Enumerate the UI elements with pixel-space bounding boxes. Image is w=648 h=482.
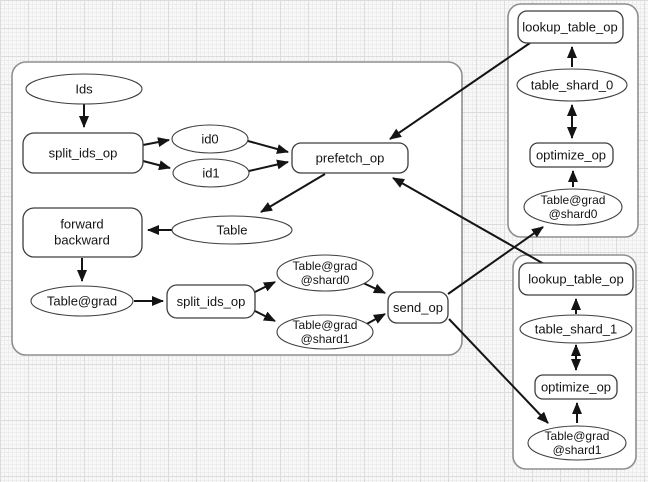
node-table: Table [171, 215, 293, 245]
edge-table-grad-shard0-to-send-op [360, 281, 386, 294]
edge-send-op-to-pserver1-grad-shard [448, 318, 549, 424]
svg-text:optimize_op: optimize_op [541, 380, 611, 395]
svg-text:Table@grad: Table@grad [541, 193, 606, 207]
node-split-ids-op-forward: split_ids_op [22, 132, 144, 174]
node-forward-backward: forward backward [22, 207, 143, 258]
node-pserver0-table-grad-shard0: Table@grad @shard0 [523, 188, 623, 226]
edge-pserver0-lookup-to-prefetch-op [389, 42, 531, 140]
node-pserver0-lookup-table-op: lookup_table_op [517, 10, 624, 44]
edge-split-ids-op-to-id1 [142, 160, 171, 171]
svg-text:lookup_table_op: lookup_table_op [528, 272, 623, 287]
svg-text:optimize_op: optimize_op [536, 148, 606, 163]
trainer-nodes: Ids split_ids_op id0 id1 prefetch_op for… [22, 73, 449, 350]
svg-text:backward: backward [54, 233, 110, 248]
pserver1-nodes: lookup_table_op table_shard_1 optimize_o… [518, 262, 634, 461]
edge-id0-to-prefetch-op [247, 140, 289, 154]
node-table-shard-1: table_shard_1 [519, 314, 633, 344]
edge-pserver1-lookup-to-prefetch-op [392, 177, 545, 265]
svg-text:table_shard_1: table_shard_1 [535, 322, 617, 337]
edge-send-op-to-pserver0-grad-shard [447, 226, 544, 295]
node-split-ids-op-backward: split_ids_op [166, 284, 256, 319]
svg-text:table_shard_0: table_shard_0 [531, 78, 613, 93]
pserver0-nodes: lookup_table_op table_shard_0 optimize_o… [516, 10, 628, 226]
svg-text:prefetch_op: prefetch_op [316, 151, 385, 166]
svg-text:split_ids_op: split_ids_op [49, 146, 118, 161]
edge-group [77, 42, 582, 424]
edge-split-ids-op-to-id0 [142, 137, 170, 147]
svg-text:send_op: send_op [393, 300, 443, 315]
node-send-op: send_op [387, 291, 449, 324]
svg-text:split_ids_op: split_ids_op [177, 294, 246, 309]
svg-text:Table@grad: Table@grad [293, 259, 358, 273]
svg-text:@shard0: @shard0 [549, 207, 598, 221]
svg-text:@shard0: @shard0 [301, 273, 350, 287]
node-table-shard-0: table_shard_0 [516, 68, 628, 102]
svg-text:@shard1: @shard1 [553, 443, 602, 457]
node-table-grad: Table@grad [30, 285, 134, 317]
svg-text:Table: Table [216, 223, 247, 238]
node-prefetch-op: prefetch_op [291, 142, 409, 174]
node-pserver1-lookup-table-op: lookup_table_op [518, 262, 634, 296]
edge-prefetch-op-to-table [260, 173, 326, 213]
edge-split-ids-op-to-table-grad-shard1 [254, 310, 276, 322]
svg-text:id1: id1 [202, 166, 219, 181]
svg-text:Table@grad: Table@grad [545, 429, 610, 443]
node-pserver0-optimize-op: optimize_op [529, 142, 614, 168]
edge-id1-to-prefetch-op [248, 159, 289, 172]
svg-text:@shard1: @shard1 [301, 332, 350, 346]
node-ids: Ids [25, 73, 143, 105]
node-pserver1-optimize-op: optimize_op [534, 374, 618, 400]
node-pserver1-table-grad-shard1: Table@grad @shard1 [527, 425, 627, 461]
node-id1: id1 [172, 158, 250, 188]
node-table-grad-shard0: Table@grad @shard0 [276, 254, 374, 292]
svg-text:forward: forward [60, 217, 103, 232]
edge-split-ids-op-to-table-grad-shard0 [254, 281, 276, 293]
node-table-grad-shard1: Table@grad @shard1 [276, 314, 374, 350]
svg-text:Table@grad: Table@grad [47, 294, 117, 309]
svg-text:lookup_table_op: lookup_table_op [522, 20, 617, 35]
svg-text:id0: id0 [201, 132, 218, 147]
svg-text:Table@grad: Table@grad [293, 318, 358, 332]
node-id0: id0 [171, 124, 249, 154]
svg-text:Ids: Ids [75, 82, 93, 97]
